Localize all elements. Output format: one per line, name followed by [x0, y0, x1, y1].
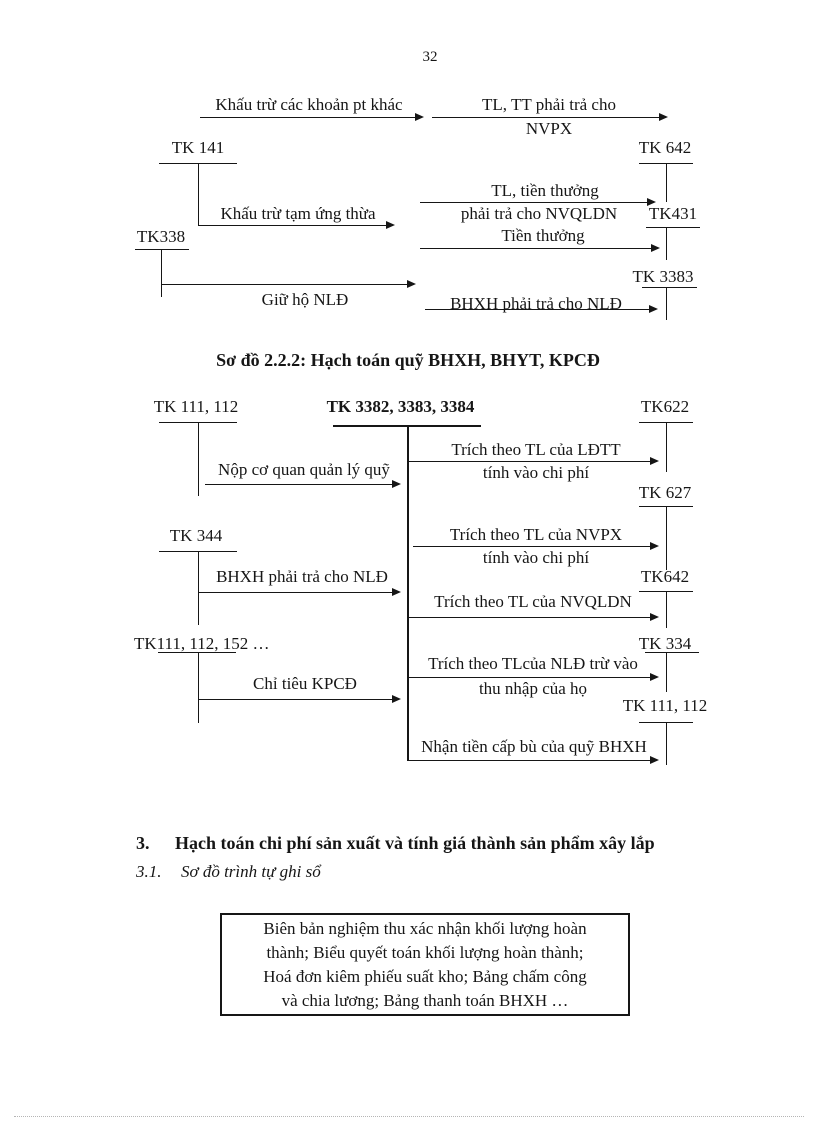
d1-label-tien-thuong: Tiền thưởng: [501, 226, 585, 245]
d2-account-tk111-112-right: TK 111, 112: [622, 696, 708, 715]
d2-arrow-nhan-tien-cap-bu: [407, 756, 659, 764]
page-bottom-dotted-rule: [14, 1116, 804, 1117]
d1-tk141-stem: [198, 163, 199, 226]
d2-label-nop-co-quan: Nộp cơ quan quản lý quỹ: [218, 460, 390, 479]
d2-account-tk334: TK 334: [638, 634, 692, 653]
d1-account-tk3383: TK 3383: [632, 267, 694, 286]
d1-arrow-tien-thuong: [420, 244, 660, 252]
d1-tk338-stem: [161, 249, 162, 297]
d1-label-khau-tru-pt-khac: Khấu trừ các khoản pt khác: [215, 95, 403, 114]
d2-label-nvpx-line1: Trích theo TL của NVPX: [449, 525, 623, 544]
d1-arrow-tl-tien-thuong: [420, 198, 656, 206]
d2-account-tk3382-3383-3384: TK 3382, 3383, 3384: [326, 397, 475, 416]
d2-arrow-ldtt: [409, 457, 659, 465]
d2-label-nvpx-line2: tính vào chi phí: [482, 548, 590, 567]
page-number: 32: [422, 49, 438, 65]
d2-tk344-stem: [198, 551, 199, 625]
d2-tk622-stem: [666, 422, 667, 472]
d1-account-tk141: TK 141: [171, 138, 225, 157]
d2-center-stem: [407, 425, 409, 761]
d2-tk111-stem: [198, 422, 199, 496]
d2-arrow-nvqldn: [409, 613, 659, 621]
d2-label-ldtt-line1: Trích theo TL của LĐTT: [451, 440, 621, 459]
d1-tk3383-stem: [666, 287, 667, 320]
d2-arrow-nvpx: [413, 542, 659, 550]
d2-tk627-stem: [666, 506, 667, 570]
d1-tk431-stem: [666, 227, 667, 260]
d2-account-tk642: TK642: [640, 567, 690, 586]
d2-arrow-bhxh-phai-tra: [199, 588, 401, 596]
d2-arrow-chi-tieu-kpcd: [199, 695, 401, 703]
d2-label-ldtt-line2: tính vào chi phí: [482, 463, 590, 482]
d1-label-tl-tien-thuong: TL, tiền thưởng: [491, 181, 599, 200]
d2-tk334-tline: [645, 652, 699, 653]
d1-label-giu-ho-nld: Giữ hộ NLĐ: [261, 290, 349, 309]
section-title: Hạch toán chi phí sản xuất và tính giá t…: [175, 833, 655, 853]
d2-tk152-tline: [158, 652, 236, 653]
d2-label-nvqldn: Trích theo TL của NVQLDN: [434, 592, 632, 611]
diagram2-title: Sơ đồ 2.2.2: Hạch toán quỹ BHXH, BHYT, K…: [216, 350, 600, 370]
documents-box-line: Hoá đơn kiêm phiếu suất kho; Bảng chấm c…: [263, 966, 587, 986]
d2-arrow-nop-co-quan: [205, 480, 401, 488]
d1-label-tl-tt-phai-tra: TL, TT phải trả cho: [482, 95, 616, 114]
documents-box-line: Biên bản nghiệm thu xác nhận khối lượng …: [263, 918, 587, 938]
d2-account-tk627: TK 627: [638, 483, 692, 502]
d2-tk334-stem: [666, 652, 667, 692]
d1-account-tk642: TK 642: [638, 138, 692, 157]
section-number: 3.: [136, 833, 150, 853]
d2-label-chi-tieu-kpcd: Chỉ tiêu KPCĐ: [253, 674, 357, 693]
d2-account-tk622: TK622: [640, 397, 690, 416]
d1-tk642-stem: [666, 163, 667, 202]
d1-account-tk338: TK338: [136, 227, 186, 246]
d2-tk152-stem: [198, 652, 199, 723]
d2-label-nld-line1: Trích theo TLcủa NLĐ trừ vào: [428, 654, 638, 673]
d1-arrow-khau-tru-tam-ung: [199, 221, 395, 229]
d2-tk642-stem: [666, 591, 667, 628]
subsection-title: Sơ đồ trình tự ghi sổ: [181, 862, 321, 881]
d2-tk111b-stem: [666, 722, 667, 765]
d1-tk338-tline: [135, 249, 189, 250]
documents-box-line: thành; Biểu quyết toán khối lượng hoàn t…: [266, 942, 584, 962]
documents-box: Biên bản nghiệm thu xác nhận khối lượng …: [220, 913, 630, 1016]
d2-label-nhan-tien-cap-bu: Nhận tiền cấp bù của quỹ BHXH: [421, 737, 647, 756]
d2-label-bhxh-phai-tra: BHXH phải trả cho NLĐ: [216, 567, 388, 586]
d1-arrow-khau-tru-pt-khac: [200, 113, 424, 121]
d1-arrow-tl-tt-phai-tra: [432, 113, 668, 121]
d1-arrow-giu-ho-nld: [161, 280, 416, 288]
d1-tk431-tline: [646, 227, 700, 228]
d2-label-nld-line2: thu nhập của họ: [478, 679, 588, 698]
d1-account-tk431: TK431: [648, 204, 698, 223]
d2-account-tk111-112-152: TK111, 112, 152 …: [134, 634, 270, 653]
subsection-number: 3.1.: [136, 862, 162, 881]
d2-arrow-nld: [409, 673, 659, 681]
d1-label-nvpx: NVPX: [525, 119, 573, 138]
d2-account-tk344: TK 344: [169, 526, 223, 545]
d2-account-tk111-112-left: TK 111, 112: [153, 397, 239, 416]
d1-arrow-bhxh-phai-tra: [425, 305, 658, 313]
d1-label-khau-tru-tam-ung: Khấu trừ tạm ứng thừa: [220, 204, 376, 223]
d1-tk3383-tline: [642, 287, 697, 288]
documents-box-line: và chia lương; Bảng thanh toán BHXH …: [281, 990, 569, 1010]
d1-label-bhxh-phai-tra: BHXH phải trả cho NLĐ: [450, 294, 622, 313]
d1-label-phai-tra-nvqldn: phải trả cho NVQLDN: [460, 204, 618, 223]
